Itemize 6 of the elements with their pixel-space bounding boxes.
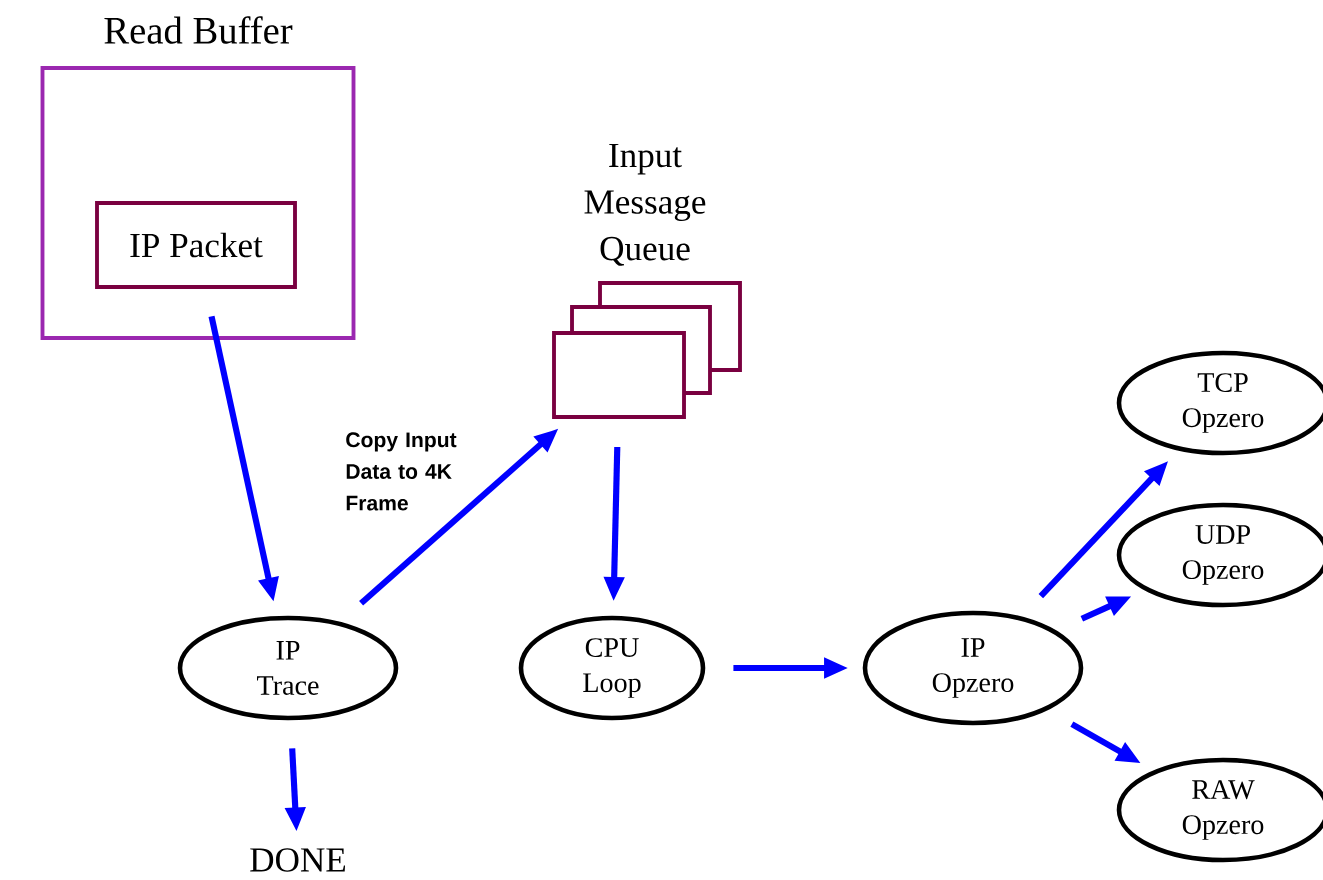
node-label: Input Message Queue — [584, 143, 706, 266]
end-text: DONE — [250, 848, 346, 872]
edge-label: Copy Input Data to 4K Frame — [346, 432, 457, 511]
node-label: Read Buffer — [104, 16, 293, 44]
packet-box: IP Packet — [95, 201, 297, 289]
queue-stack: Input Message Queue — [552, 143, 742, 419]
